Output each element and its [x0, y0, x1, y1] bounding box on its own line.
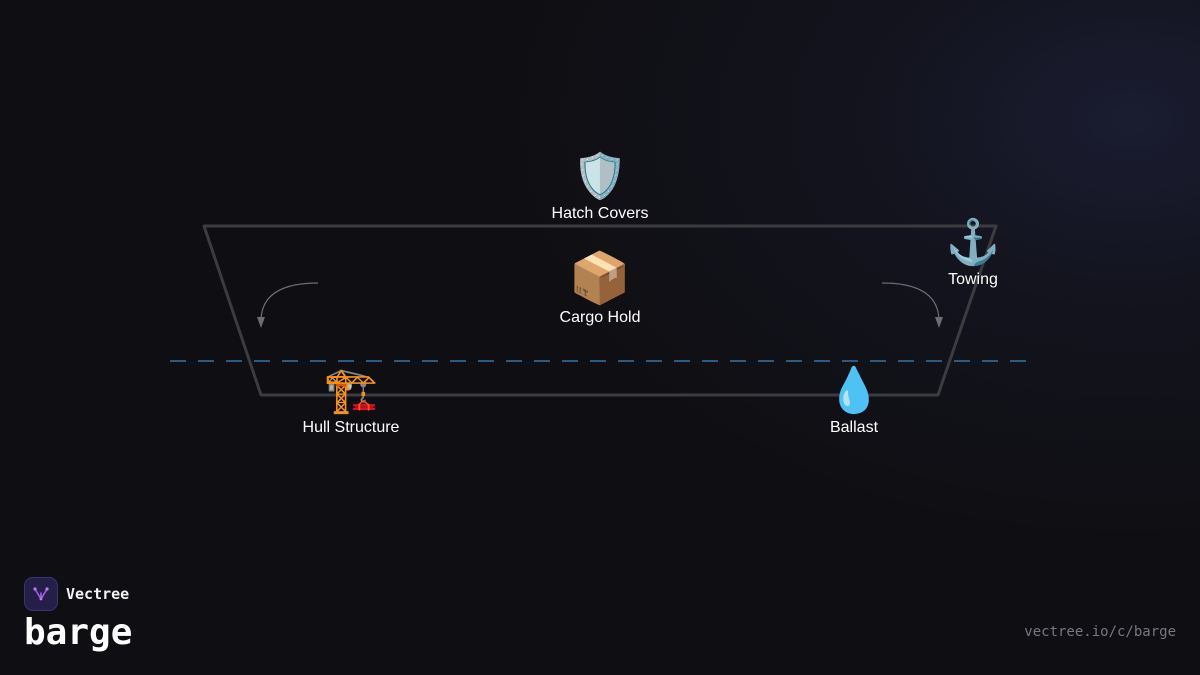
shield-icon: 🛡️: [572, 152, 628, 201]
node-ballast: 💧 Ballast: [754, 364, 954, 438]
left-arrowhead: [257, 317, 265, 328]
node-towing: ⚓ Towing: [873, 216, 1073, 290]
page-title: barge: [24, 612, 133, 653]
node-hull-structure: 🏗️ Hull Structure: [251, 364, 451, 438]
crane-icon: 🏗️: [323, 366, 379, 415]
right-arrowhead: [935, 317, 943, 328]
node-label-hatch-covers: Hatch Covers: [551, 205, 649, 222]
droplet-icon: 💧: [826, 366, 882, 415]
package-icon: 📦: [568, 250, 632, 306]
node-hatch-covers: 🛡️ Hatch Covers: [500, 150, 700, 224]
node-label-towing: Towing: [948, 271, 998, 288]
node-cargo-hold: 📦 Cargo Hold: [500, 248, 700, 328]
left-flow-arrow: [260, 282, 319, 321]
right-flow-arrow: [881, 282, 940, 321]
brand-name: Vectree: [66, 585, 130, 603]
brand: Vectree: [24, 577, 129, 611]
hull-outline: [202, 224, 998, 397]
anchor-icon: ⚓: [945, 218, 1001, 267]
page-url[interactable]: vectree.io/c/barge: [1024, 624, 1176, 640]
node-label-hull-structure: Hull Structure: [302, 419, 400, 436]
node-label-ballast: Ballast: [829, 419, 879, 436]
node-label-cargo-hold: Cargo Hold: [559, 309, 641, 326]
vectree-logo-icon: [24, 577, 58, 611]
